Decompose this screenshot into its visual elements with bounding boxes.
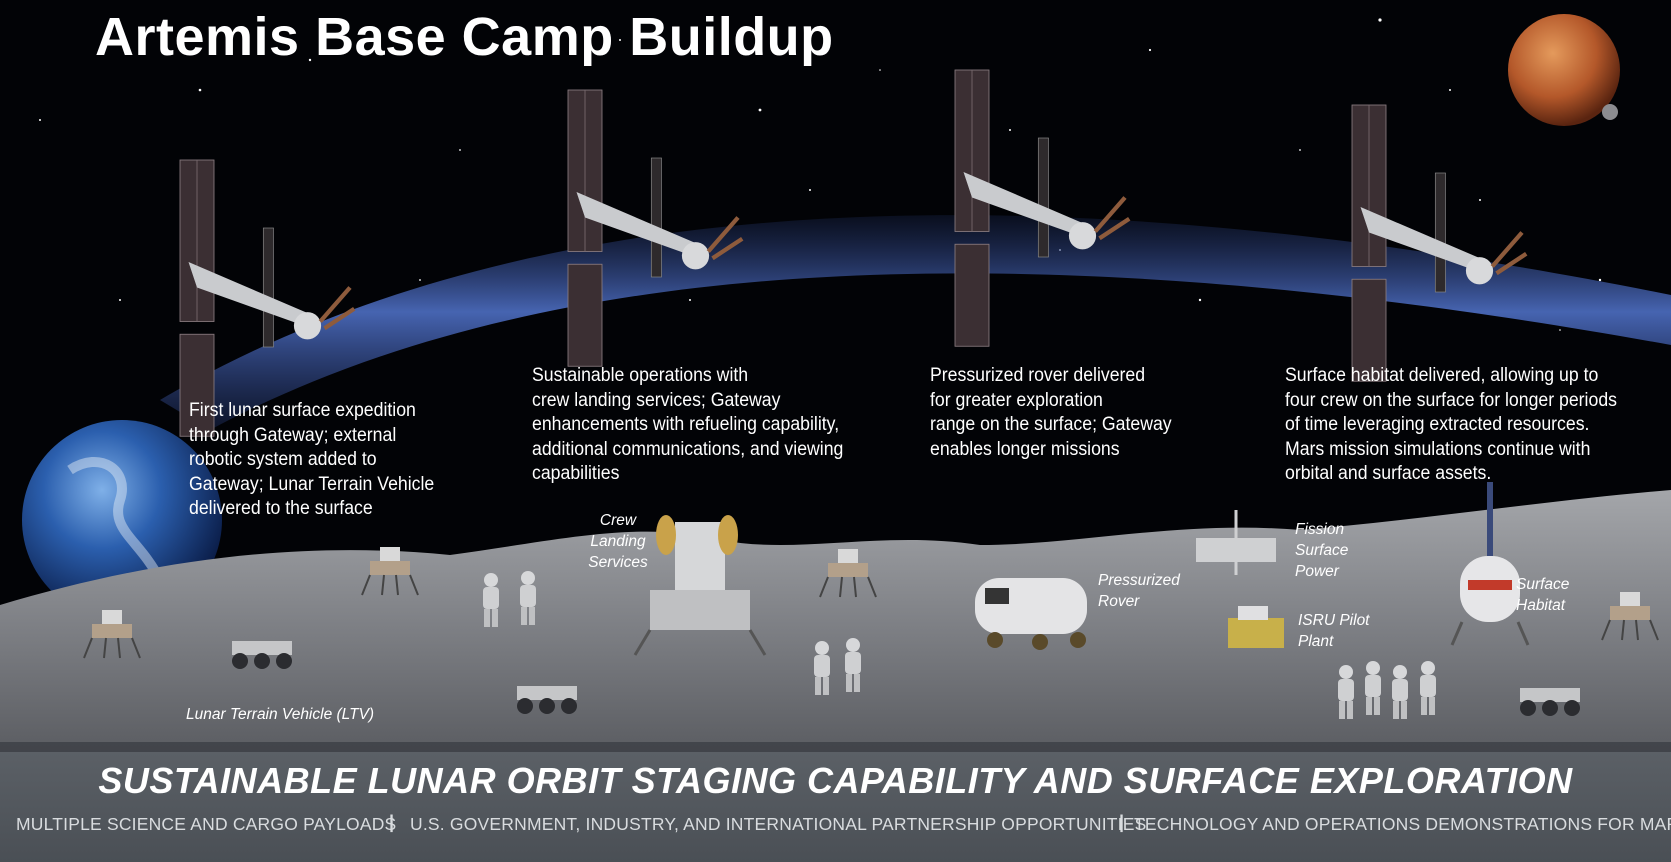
- footer-item-3: TECHNOLOGY AND OPERATIONS DEMONSTRATIONS…: [1134, 814, 1671, 834]
- ltv-label: Lunar Terrain Vehicle (LTV): [186, 706, 375, 723]
- footer-item-1: MULTIPLE SCIENCE AND CARGO PAYLOADS: [16, 814, 397, 834]
- fission-power-label: Fission Surface Power: [1295, 521, 1349, 580]
- pressurized-rover-label: Pressurized Rover: [1098, 572, 1180, 610]
- orbit-band: [160, 215, 1671, 430]
- surface-habitat-label: Surface Habitat: [1516, 576, 1570, 614]
- isru-plant-icon: [1228, 606, 1284, 648]
- rover-icon: [1520, 688, 1580, 716]
- pressurized-rover-icon: [975, 578, 1087, 650]
- mars-icon: [1508, 14, 1620, 126]
- stage-1-caption: First lunar surface expedition through G…: [189, 400, 435, 519]
- fission-power-icon: [1196, 510, 1276, 575]
- rover-icon: [232, 641, 292, 669]
- stage-2-caption: Sustainable operations with crew landing…: [532, 365, 844, 484]
- isru-label: ISRU Pilot Plant: [1298, 612, 1370, 650]
- footer-item-2: U.S. GOVERNMENT, INDUSTRY, AND INTERNATI…: [410, 814, 1147, 834]
- footer-separator: |: [1119, 812, 1125, 832]
- crew-lander-icon: [633, 515, 767, 656]
- footer-separator: |: [389, 812, 395, 832]
- surface-habitat-icon: [1450, 482, 1530, 646]
- crew-landing-label: Crew Landing Services: [588, 512, 648, 571]
- footer-band: [0, 752, 1671, 862]
- footer-headline: SUSTAINABLE LUNAR ORBIT STAGING CAPABILI…: [98, 760, 1573, 801]
- rover-icon: [517, 686, 577, 714]
- stage-3-caption: Pressurized rover delivered for greater …: [930, 365, 1172, 460]
- stage-4-caption: Surface habitat delivered, allowing up t…: [1285, 365, 1617, 484]
- page-title: Artemis Base Camp Buildup: [95, 7, 834, 67]
